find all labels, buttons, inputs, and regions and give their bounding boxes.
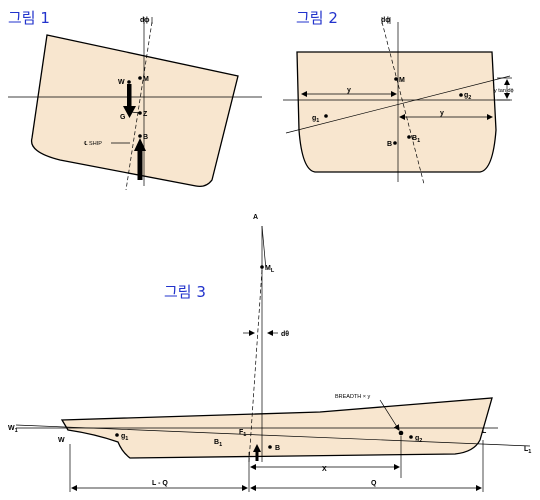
fig2-centerline <box>381 21 425 185</box>
fig3-label-ml: ML <box>265 265 275 274</box>
fig2-point-m <box>394 77 398 81</box>
figure-2-title: 그림 2 <box>296 9 338 27</box>
figure-1-title: 그림 1 <box>8 9 50 27</box>
fig3-b1-arrow-shaft <box>255 451 259 461</box>
fig1-point-b <box>138 134 142 138</box>
fig3-point-g1 <box>115 433 119 437</box>
fig3-label-w1: W1 <box>8 425 18 434</box>
figure-2: dϕ M y y g2 g1 B B1 y tan dϕ <box>283 17 514 185</box>
fig3-q-label: Q <box>371 480 377 487</box>
fig1-gz-line <box>130 111 141 114</box>
fig1-ship-label: ℄ SHIP <box>83 141 102 147</box>
fig3-point-breadth <box>398 430 404 436</box>
fig3-breadth-leader <box>379 399 400 431</box>
fig2-label-g2: g2 <box>464 92 471 101</box>
fig3-label-w: W <box>58 437 65 444</box>
fig1-centerline <box>125 21 153 191</box>
fig1-point-w <box>127 80 131 84</box>
fig1-buoyancy-arrow-shaft <box>137 150 143 180</box>
fig3-label-b: B <box>275 445 280 452</box>
fig1-weight-arrow-shaft <box>127 84 132 108</box>
fig3-point-ml <box>260 265 264 269</box>
fig1-point-m <box>138 76 142 80</box>
figure-1: dϕ M W G Z B ℄ SHIP <box>8 17 262 191</box>
fig2-label-g1: g1 <box>312 115 319 124</box>
fig3-label-a: A <box>253 214 258 221</box>
fig2-hull <box>296 51 497 173</box>
fig3-b1-arrow-head <box>253 444 261 452</box>
fig2-ytan-label: y tan dϕ <box>494 88 514 94</box>
fig2-label-b: B <box>387 141 392 148</box>
fig3-waterline-inclined <box>15 424 531 447</box>
fig2-y-right-label: y <box>440 110 444 117</box>
fig1-weight-arrow-head <box>123 106 136 118</box>
fig3-breadth-label: BREADTH × y <box>335 394 371 400</box>
fig1-buoyancy-arrow-head <box>134 138 146 151</box>
fig2-point-b1 <box>407 135 411 139</box>
fig3-label-f1: F1 <box>239 429 246 438</box>
fig3-dtheta-label: dθ <box>281 331 289 338</box>
fig1-dphi-label: dϕ <box>140 17 150 24</box>
fig3-label-l: L <box>482 428 487 435</box>
figure-3-title: 그림 3 <box>164 283 206 301</box>
fig2-dphi-label: dϕ <box>381 17 391 24</box>
fig1-label-g: G <box>120 114 126 121</box>
fig3-label-g2: g2 <box>415 435 422 444</box>
fig3-label-g1: g1 <box>121 433 128 442</box>
fig2-point-g2 <box>459 93 463 97</box>
fig1-label-w: W <box>118 79 125 86</box>
figure-3: A ML dθ BREADTH × y W1 W g1 F1 B1 B g2 L… <box>8 214 531 492</box>
fig1-label-z: Z <box>143 111 148 118</box>
fig3-label-b1: B1 <box>214 439 222 448</box>
fig3-inclined-axis-upper <box>261 225 267 271</box>
fig3-point-g2 <box>409 435 413 439</box>
fig3-label-l1: L1 <box>524 446 531 455</box>
fig2-y-left-label: y <box>347 87 351 94</box>
fig2-label-b1: B1 <box>412 135 420 144</box>
fig1-label-m: M <box>143 76 149 83</box>
fig2-point-b <box>393 141 397 145</box>
fig1-label-b: B <box>143 134 148 141</box>
fig3-lq-label: L - Q <box>152 480 168 487</box>
fig2-label-m: M <box>399 77 405 84</box>
fig1-hull <box>30 34 239 188</box>
fig3-x-label: X <box>322 466 327 473</box>
fig2-point-g1 <box>324 114 328 118</box>
fig3-point-b <box>268 445 272 449</box>
